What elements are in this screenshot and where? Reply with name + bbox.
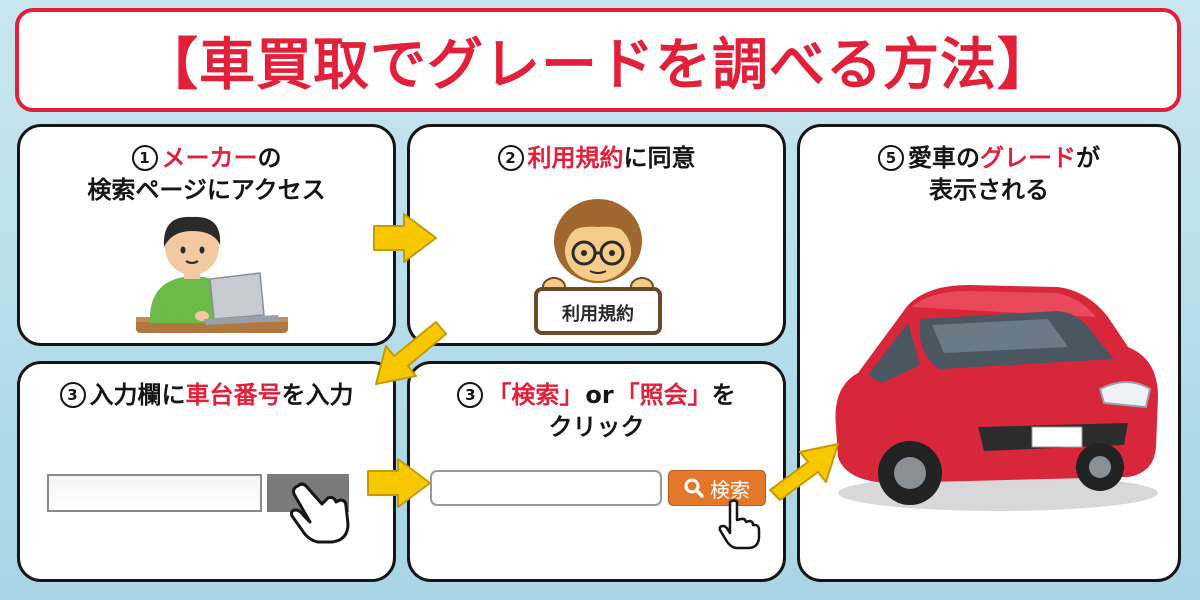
step2-terms: 利用規約 xyxy=(527,144,624,172)
hand-pointer-icon xyxy=(718,499,761,550)
step5-line2: 表示される xyxy=(929,176,1049,204)
step3a-red: 車台番号 xyxy=(185,381,282,409)
step3b-shoukai: 「照会」 xyxy=(615,381,712,409)
search-button[interactable]: 検索 xyxy=(668,470,766,506)
arrow-right-icon xyxy=(367,458,431,508)
step5-ga: が xyxy=(1076,144,1100,172)
step3a-pre: 入力欄に xyxy=(89,381,186,409)
step1-number: 1 xyxy=(131,145,158,171)
person-at-laptop-illustration xyxy=(136,216,288,333)
page-title: 【車買取でグレードを調べる方法】 xyxy=(142,32,1054,98)
step1-no: の xyxy=(257,144,282,172)
step3b-line2: クリック xyxy=(548,413,645,441)
car-icon xyxy=(835,285,1158,511)
search-input[interactable] xyxy=(430,470,662,506)
step1-maker: メーカー xyxy=(161,144,258,172)
step5-pre: 愛車の xyxy=(908,144,980,172)
step5-grade: グレード xyxy=(980,144,1076,172)
search-button-label: 検索 xyxy=(710,477,750,502)
arrow-up-right-icon xyxy=(769,443,839,501)
title-banner: 【車買取でグレードを調べる方法】 xyxy=(15,8,1181,112)
step2-number: 2 xyxy=(497,145,524,171)
chassis-number-input[interactable] xyxy=(47,474,262,512)
step3b-panel: 3「検索」or「照会」を クリック 検索 xyxy=(407,361,786,582)
search-icon xyxy=(684,478,704,498)
step3b-caption: 3「検索」or「照会」を xyxy=(410,380,783,410)
step3b-or: or xyxy=(585,381,614,409)
hand-pointer-icon xyxy=(290,482,350,544)
step3a-post: を入力 xyxy=(281,381,354,409)
terms-sign-text: 利用規約 xyxy=(562,304,634,325)
step1-line2: 検索ページにアクセス xyxy=(87,176,326,204)
step2-rest: に同意 xyxy=(623,144,696,172)
step5-number: 5 xyxy=(878,145,904,171)
person-holding-terms-sign-illustration xyxy=(534,199,662,335)
step3a-number: 3 xyxy=(59,382,86,408)
step3b-number: 3 xyxy=(457,382,484,408)
arrow-right-icon xyxy=(373,213,437,263)
step3b-kensaku: 「検索」 xyxy=(487,381,584,409)
step3b-wo: を xyxy=(711,381,736,409)
arrow-down-left-icon xyxy=(375,321,447,385)
